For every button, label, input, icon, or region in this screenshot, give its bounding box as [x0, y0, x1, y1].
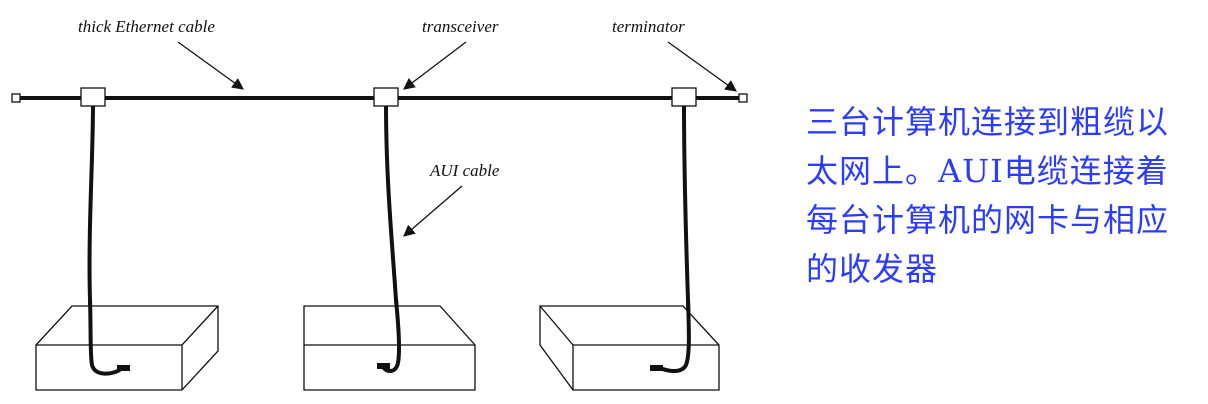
aui-cable-left-tail — [88, 299, 121, 376]
diagram-caption: 三台计算机连接到粗缆以 太网上。AUI电缆连接着 每台计算机的网卡与相应 的收发… — [806, 103, 1170, 288]
computer-middle — [303, 305, 476, 391]
thick-cable-label: thick Ethernet cable — [78, 17, 215, 36]
left-terminator — [11, 93, 21, 103]
thick-cable-arrow — [177, 41, 244, 90]
transceiver-middle — [373, 87, 399, 107]
terminator-arrow — [667, 41, 737, 92]
aui-cable-right-tail — [659, 299, 691, 373]
transceiver-right — [671, 87, 697, 107]
terminator-label: terminator — [612, 17, 685, 36]
right-terminator — [738, 93, 748, 103]
aui-cable-middle-tail — [380, 299, 402, 373]
network-diagram: thick Ethernet cable transceiver termina… — [11, 17, 748, 391]
transceiver-arrow — [403, 41, 467, 90]
aui-plug-right — [650, 365, 663, 371]
transceiver-label: transceiver — [422, 17, 499, 36]
aui-plug-middle — [377, 363, 390, 369]
computer-left — [35, 305, 219, 391]
transceiver-left — [80, 87, 106, 107]
aui-plug-left — [117, 365, 130, 371]
aui-cable-arrow — [403, 185, 463, 237]
computer-right — [539, 305, 720, 391]
aui-cable-label: AUI cable — [429, 161, 500, 180]
